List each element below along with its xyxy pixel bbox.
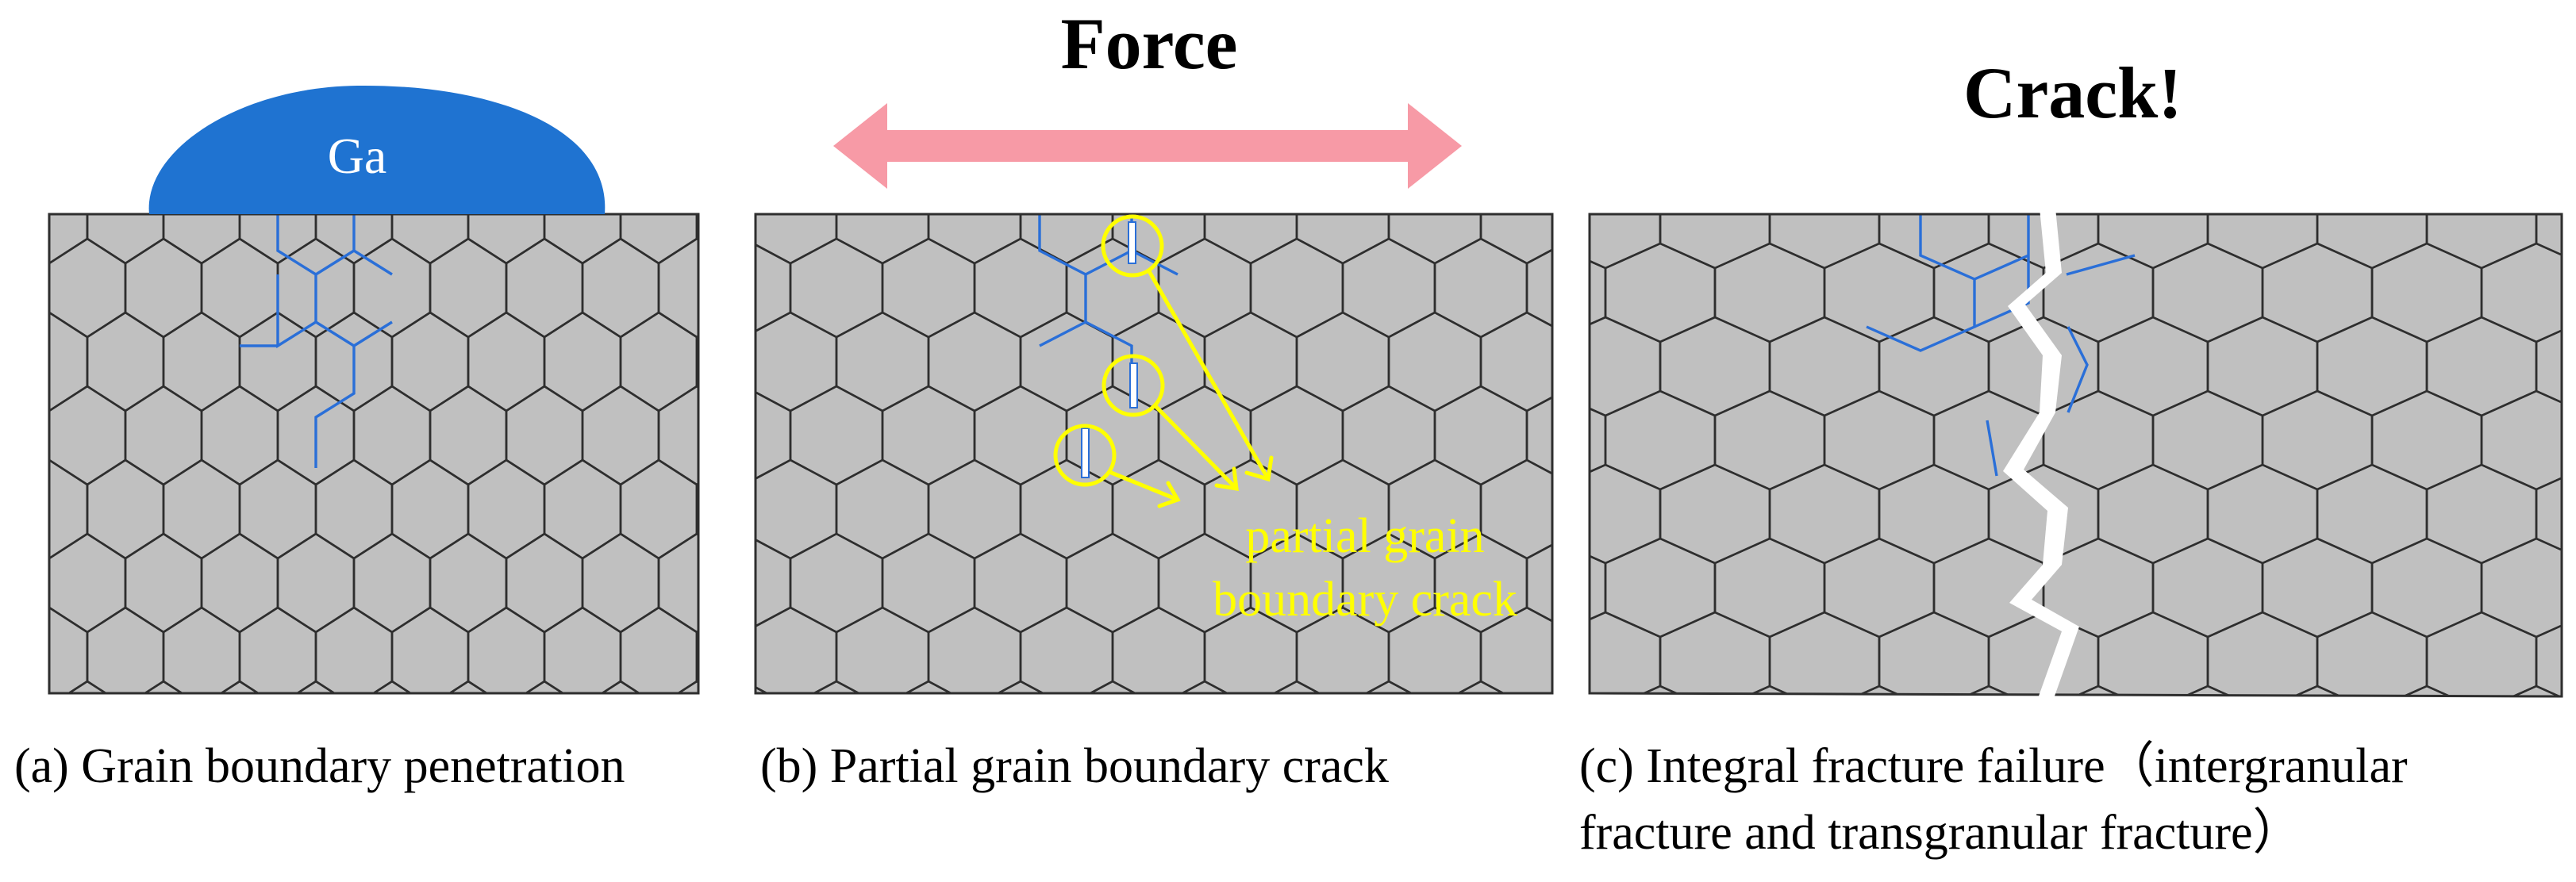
panel-c-penetration-boundaries (1866, 214, 2136, 477)
force-double-arrow (833, 103, 1462, 189)
caption-c-line-2: fracture and transgranular fracture） (1579, 806, 2302, 860)
force-heading: Force (1060, 3, 1237, 84)
panel-b-background (755, 214, 1552, 693)
grain-cell (695, 335, 698, 389)
grain-cell (49, 262, 51, 314)
grain-cell (0, 165, 11, 263)
panel-c (1588, 208, 2563, 703)
grain-cell (1525, 543, 1552, 623)
partial-crack-markers: partial grain boundary crack (1053, 214, 1517, 627)
grain-cell (1479, 606, 1552, 693)
grain-cell (695, 482, 698, 536)
gallium-penetrated-boundary (353, 249, 393, 276)
gallium-penetrated-boundary (1986, 420, 1998, 477)
grain-cell (0, 313, 11, 411)
gallium-penetrated-boundary (1974, 254, 2029, 281)
grain-cell (676, 680, 698, 693)
gallium-penetrated-boundary (353, 320, 393, 347)
panel-a-grain-grid (0, 165, 698, 706)
grain-cell (1456, 680, 1505, 693)
ga-droplet (148, 85, 606, 214)
gallium-penetrated-boundary (2067, 326, 2089, 413)
annotation-arrow-2 (1153, 404, 1239, 491)
crack-slit-3 (1081, 428, 1090, 478)
panel-a: Ga (0, 85, 700, 706)
gallium-penetrated-boundary (1866, 214, 1976, 352)
panel-b-border (754, 213, 1554, 695)
gallium-penetrated-boundary (276, 214, 317, 349)
grain-cell (2480, 685, 2562, 696)
grain-cell (2535, 463, 2562, 565)
grain-cell (1525, 248, 1552, 328)
panel-c-grain-grid (1590, 214, 2562, 696)
grain-cell (49, 409, 51, 462)
grain-cell (1525, 396, 1552, 475)
panel-b: partial grain boundary crack (754, 103, 1554, 695)
annotation-label-line-1: partial grain (1245, 509, 1484, 563)
grain-cell (0, 608, 11, 706)
annotation-arrow-1 (1147, 269, 1271, 481)
panel-c-background (1590, 214, 2562, 696)
annotation-arrow-3 (1107, 470, 1180, 502)
gallium-penetrated-boundary (314, 320, 356, 468)
crack-heading: Crack! (1963, 52, 2182, 133)
crack-slit-2 (1129, 362, 1138, 408)
grain-cell (2535, 316, 2562, 417)
crack-highlight-circle-1 (1101, 214, 1164, 278)
gallium-penetrated-boundary (2066, 254, 2136, 276)
gallium-penetrated-boundary (1974, 214, 2030, 328)
ga-label: Ga (328, 128, 387, 184)
panel-a-penetration-boundaries (240, 214, 393, 468)
grain-cell (49, 557, 51, 609)
fracture-crack (2003, 208, 2079, 703)
grain-cell (695, 630, 698, 684)
crack-highlight-circle-3 (1053, 424, 1117, 487)
caption-b: (b) Partial grain boundary crack (760, 739, 1389, 793)
crack-highlight-circle-2 (1102, 354, 1165, 417)
caption-c-line-1: (c) Integral fracture failure（intergranu… (1579, 739, 2408, 793)
grain-cell (0, 460, 11, 558)
grain-cell (2535, 611, 2562, 696)
panel-c-border (1588, 213, 2563, 698)
annotation-label-line-2: boundary crack (1213, 573, 1517, 627)
caption-a: (a) Grain boundary penetration (14, 739, 625, 793)
crack-slit-1 (1128, 221, 1136, 264)
